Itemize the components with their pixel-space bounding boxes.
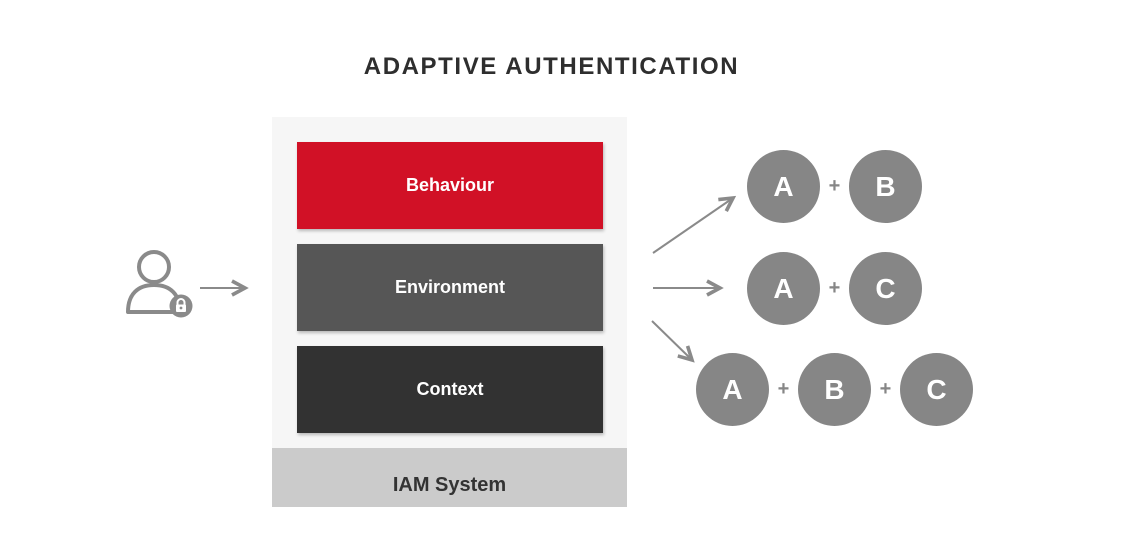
- factor-circle-c: C: [849, 252, 922, 325]
- factor-circle-a: A: [747, 252, 820, 325]
- layer-behaviour-label: Behaviour: [405, 175, 495, 195]
- factor-letter: B: [824, 373, 845, 405]
- layer-environment: Environment: [297, 244, 603, 331]
- combination-row-abc: A + B + C: [696, 353, 973, 426]
- combination-row-ab: A + B: [747, 150, 922, 223]
- plus-icon: +: [828, 277, 841, 299]
- factor-letter: A: [773, 272, 794, 304]
- arrow-up-right-icon: [652, 195, 737, 254]
- user-lock-icon: [126, 250, 193, 318]
- layer-behaviour: Behaviour: [297, 142, 603, 229]
- layer-context-label: Context: [416, 379, 484, 399]
- auth-stack-panel: Behaviour Environment Context: [272, 117, 627, 448]
- plus-icon: +: [828, 175, 841, 197]
- factor-letter: B: [875, 170, 896, 202]
- factor-circle-c: C: [900, 353, 973, 426]
- factor-letter: A: [722, 373, 743, 405]
- lock-icon: [169, 294, 193, 318]
- plus-icon: +: [777, 378, 790, 400]
- combination-row-ac: A + C: [747, 252, 922, 325]
- arrow-down-right-icon: [651, 320, 695, 363]
- layer-environment-label: Environment: [394, 277, 505, 297]
- factor-letter: C: [926, 373, 947, 405]
- iam-system-base: IAM System: [272, 448, 627, 507]
- factor-circle-b: B: [849, 150, 922, 223]
- page-title: ADAPTIVE AUTHENTICATION: [363, 53, 740, 80]
- factor-circle-a: A: [696, 353, 769, 426]
- factor-circle-a: A: [747, 150, 820, 223]
- layer-context: Context: [297, 346, 603, 433]
- factor-circle-b: B: [798, 353, 871, 426]
- factor-letter: A: [773, 170, 794, 202]
- factor-letter: C: [875, 272, 896, 304]
- iam-system-label: IAM System: [392, 474, 507, 496]
- plus-icon: +: [879, 378, 892, 400]
